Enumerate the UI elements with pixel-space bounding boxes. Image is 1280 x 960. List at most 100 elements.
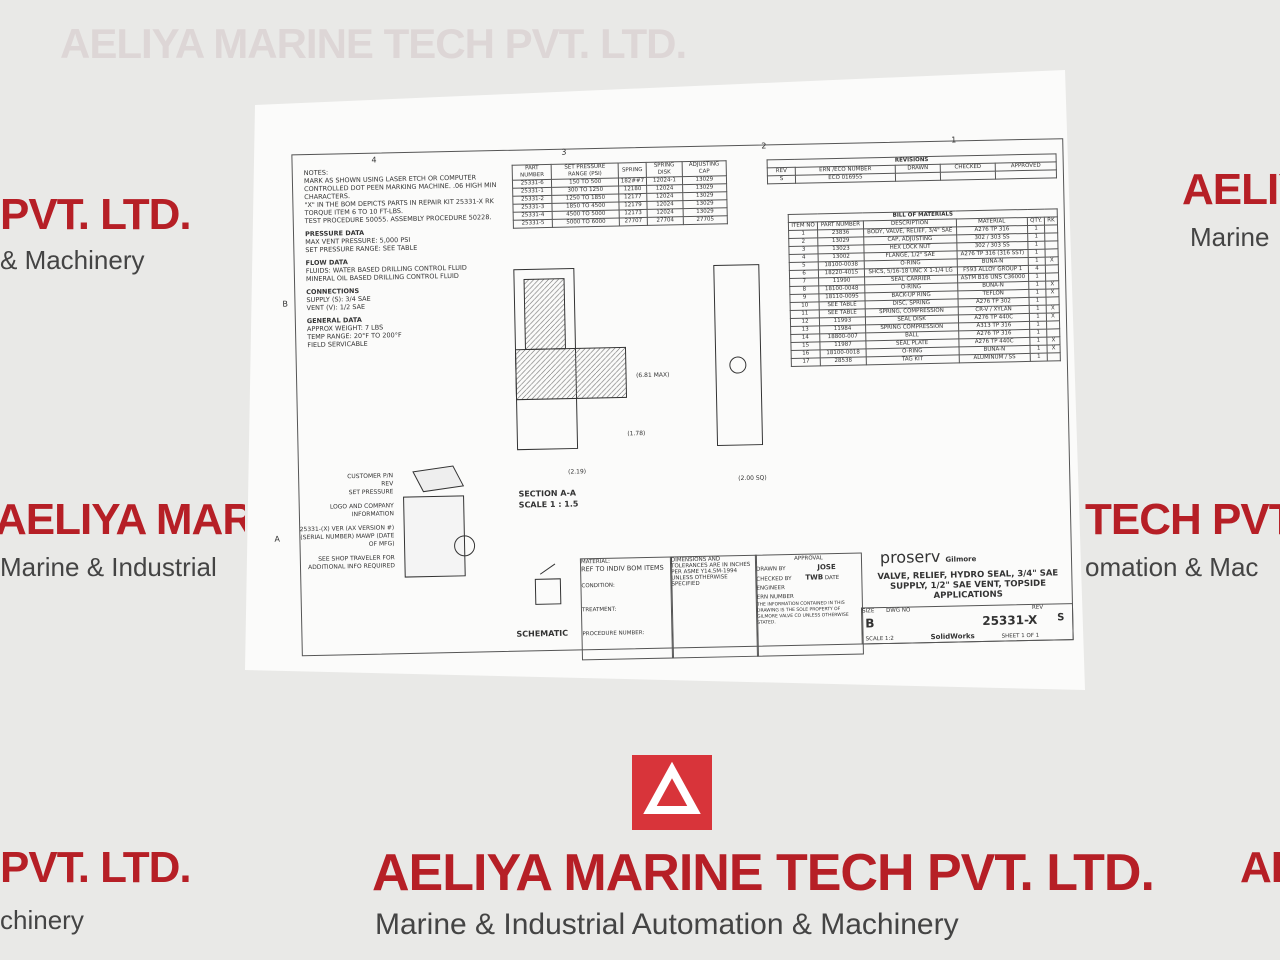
table-cell — [1047, 352, 1061, 362]
table-cell: 18220-4015 — [818, 268, 865, 278]
section-label: SECTION A-A — [518, 488, 577, 499]
engineering-drawing: 4 3 2 1 B A NOTES: MARK AS SHOWN USING L… — [260, 73, 1085, 675]
approval-block: APPROVAL DRAWN BY JOSE CHECKED BY TWB DA… — [754, 552, 864, 657]
table-cell: 28538 — [820, 356, 867, 366]
dim-height: (6.81 MAX) — [635, 371, 670, 380]
column-header: PART NUMBER — [817, 220, 864, 230]
checked-by-label: CHECKED BY — [756, 575, 792, 583]
column-header: ITEM NO — [788, 221, 818, 231]
treatment-label: TREATMENT: — [581, 606, 617, 614]
watermark-right-2-tag: omation & Mac — [1085, 552, 1259, 582]
zone-2: 2 — [761, 141, 767, 151]
size-label: SIZE — [861, 608, 875, 615]
drawn-by-value: JOSE — [817, 563, 836, 572]
dim-219: (2.19) — [567, 468, 587, 476]
table-cell: 1 — [1030, 353, 1048, 362]
procedure-label: PROCEDURE NUMBER: — [582, 630, 645, 638]
sheet-number: SHEET 1 OF 1 — [1001, 632, 1040, 640]
table-cell: X — [1046, 304, 1060, 314]
table-cell: ALUMINUM / SS — [958, 353, 1031, 363]
watermark-left-2-frame: AELIYA MARINE — [0, 495, 245, 549]
section-scale: SCALE 1 : 1.5 — [518, 499, 579, 510]
condition-label: CONDITION: — [581, 582, 615, 590]
watermark-right-1-tag: Marine — [1190, 222, 1270, 252]
table-cell: 25331-5 — [513, 219, 553, 229]
dwg-number: 25331-X — [982, 612, 1038, 628]
table-cell: 17 — [791, 357, 821, 367]
table-cell: ECO 016955 — [795, 173, 896, 184]
dim-200: (2.00 SQ) — [738, 474, 767, 483]
table-cell — [1044, 232, 1058, 242]
drawn-by-label: DRAWN BY — [756, 566, 786, 573]
dwg-label: DWG NO — [886, 607, 911, 615]
table-cell — [1044, 224, 1058, 234]
table-cell: 5000 TO 6000 — [552, 218, 620, 228]
rev-value: S — [1057, 612, 1065, 624]
column-header: SET PRESSURE RANGE (PSI) — [551, 163, 619, 180]
watermark-left-2: AELIYA MARINE — [0, 495, 245, 544]
brand-logo: proserv Gilmore — [880, 547, 977, 570]
table-cell — [1046, 296, 1060, 306]
watermark-left-1: PVT. LTD. — [0, 190, 192, 239]
zone-b: B — [282, 299, 289, 309]
size-value: B — [865, 616, 875, 631]
watermark-logo — [632, 755, 712, 830]
section-view-drawing — [513, 264, 764, 451]
table-cell: X — [1046, 288, 1060, 298]
watermark-left-3: PVT. LTD. — [0, 843, 192, 892]
watermark-left-1-tag: & Machinery — [0, 245, 145, 275]
table-cell: 27707 — [619, 217, 648, 227]
zone-a: A — [274, 534, 280, 544]
table-cell: TAG KIT — [865, 354, 959, 365]
watermark-right-2: TECH PVT. — [1085, 495, 1280, 544]
callout: LOGO AND COMPANY INFORMATION — [329, 502, 394, 519]
watermark-left-2-tag: Marine & Industrial — [0, 552, 217, 582]
watermark-main-tag: Marine & Industrial Automation & Machine… — [375, 908, 959, 941]
table-cell: 182##7 — [618, 177, 647, 187]
title-block-left: MATERIAL: REF TO INDIV BOM ITEMS CONDITI… — [579, 556, 674, 661]
iso-callouts: CUSTOMER P/N REV SET PRESSURE LOGO AND C… — [298, 472, 395, 572]
zone-1: 1 — [951, 135, 957, 145]
scale-label: SCALE — [865, 636, 884, 643]
table-cell: 18100-0018 — [820, 348, 866, 358]
gilmore-logo: Gilmore — [945, 555, 977, 564]
watermark-right-1: AELIYA — [1182, 165, 1280, 214]
zone-3: 3 — [561, 147, 567, 157]
material-value: REF TO INDIV BOM ITEMS — [581, 563, 664, 574]
watermark-right-3: AE — [1240, 843, 1280, 892]
schematic-label: SCHEMATIC — [516, 628, 569, 639]
callout: 25331-(X) VER (AX VERSION #) (SERIAL NUM… — [299, 524, 395, 548]
schematic-symbol — [534, 563, 562, 605]
proserv-logo: proserv — [879, 546, 941, 568]
watermark-top: AELIYA MARINE TECH PVT. LTD. — [60, 20, 687, 67]
column-header: ADJUSTING CAP — [681, 160, 727, 177]
table-cell — [995, 169, 1057, 180]
table-cell: 18100-0048 — [818, 284, 865, 294]
table-cell: S — [767, 175, 796, 184]
zone-4: 4 — [371, 155, 377, 165]
table-cell: 18100-0038 — [818, 260, 865, 270]
software: SolidWorks — [930, 632, 975, 642]
table-cell — [895, 172, 941, 182]
callout: SET PRESSURE — [348, 488, 394, 497]
dwg-block: SIZE DWG NO REV B 25331-X S SCALE 1:2 So… — [860, 603, 1074, 645]
checked-by-value: TWB — [805, 573, 824, 582]
table-cell: 27704 — [647, 216, 684, 226]
table-cell — [940, 171, 996, 181]
scale-value: 1:2 — [884, 635, 894, 643]
table-cell: 27705 — [683, 215, 728, 225]
date-label: DATE — [824, 574, 840, 582]
callout: SEE SHOP TRAVELER FOR ADDITIONAL INFO RE… — [308, 554, 396, 572]
rev-label: REV — [1031, 604, 1044, 611]
proprietary-notice: THE INFORMATION CONTAINED IN THIS DRAWIN… — [756, 600, 849, 626]
tolerances-block: DIMENSIONS AND TOLERANCES ARE IN INCHES … — [669, 554, 759, 659]
table-cell: X — [1045, 280, 1059, 290]
drawing-title: VALVE, RELIEF, HYDRO SEAL, 3/4" SAE SUPP… — [877, 568, 1059, 602]
dim-178: (1.78) — [627, 430, 646, 438]
table-cell: 18110-0095 — [819, 292, 865, 302]
column-header: PART NUMBER — [512, 164, 552, 181]
isometric-valve — [403, 465, 476, 578]
